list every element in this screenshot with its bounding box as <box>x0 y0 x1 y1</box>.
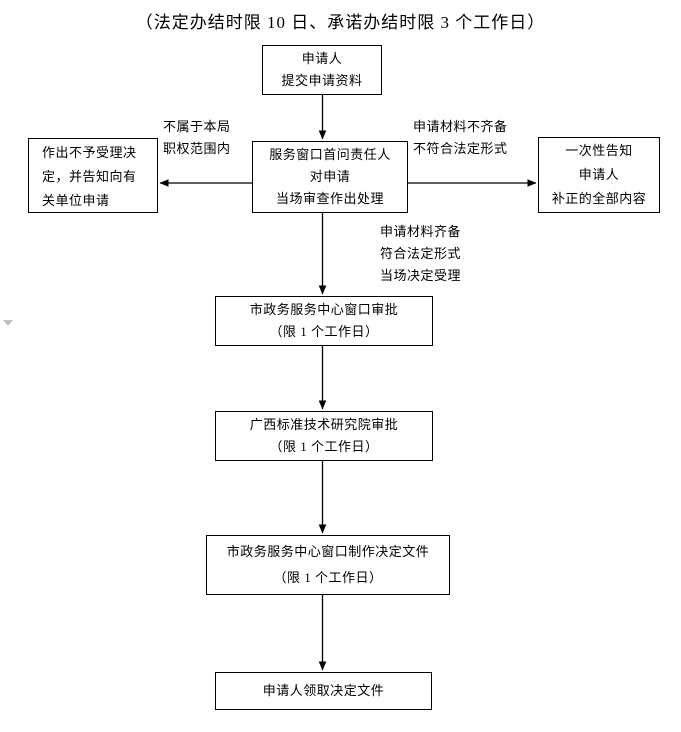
label-line: 申请材料不齐备 <box>413 119 508 134</box>
node-center-window-approval: 市政务服务中心窗口审批 （限 1 个工作日） <box>215 296 433 346</box>
node-line: 申请人 <box>301 51 343 66</box>
node-line: 申请人 <box>578 167 620 182</box>
label-not-in-scope: 不属于本局 职权范围内 <box>163 116 231 160</box>
node-onetime-notify: 一次性告知 申请人 补正的全部内容 <box>538 137 660 213</box>
node-text: 作出不予受理决定，并告知向有关单位申请 <box>42 145 137 208</box>
node-window-responsible: 服务窗口首问责任人 对申请 当场审查作出处理 <box>252 141 408 213</box>
node-line: 提交申请资料 <box>281 73 363 88</box>
node-line: 市政务服务中心窗口制作决定文件 <box>226 544 430 559</box>
node-line: 广西标准技术研究院审批 <box>249 417 399 432</box>
label-line: 不属于本局 <box>163 119 231 134</box>
node-line: （限 1 个工作日） <box>273 570 383 585</box>
stray-mark <box>3 320 13 326</box>
page-title: （法定办结时限 10 日、承诺办结时限 3 个工作日） <box>135 13 546 32</box>
node-reject-decision: 作出不予受理决定，并告知向有关单位申请 <box>28 138 158 213</box>
label-line: 职权范围内 <box>163 141 231 156</box>
label-line: 符合法定形式 <box>380 246 462 261</box>
label-materials-incomplete: 申请材料不齐备 不符合法定形式 <box>413 116 508 160</box>
node-line: 一次性告知 <box>565 143 633 158</box>
node-applicant-submit: 申请人 提交申请资料 <box>262 45 382 95</box>
node-line: 市政务服务中心窗口审批 <box>249 302 399 317</box>
node-line: （限 1 个工作日） <box>269 439 379 454</box>
node-make-decision-document: 市政务服务中心窗口制作决定文件 （限 1 个工作日） <box>206 535 450 595</box>
label-line: 当场决定受理 <box>380 268 462 283</box>
label-materials-complete: 申请材料齐备 符合法定形式 当场决定受理 <box>380 221 461 287</box>
label-line: 不符合法定形式 <box>413 141 508 156</box>
label-line: 申请材料齐备 <box>380 224 462 239</box>
node-receive-document: 申请人领取决定文件 <box>215 672 432 710</box>
node-line: 申请人领取决定文件 <box>262 683 385 698</box>
node-line: 补正的全部内容 <box>551 191 647 206</box>
node-line: 当场审查作出处理 <box>275 191 384 206</box>
node-line: 服务窗口首问责任人 <box>269 147 391 162</box>
node-institute-approval: 广西标准技术研究院审批 （限 1 个工作日） <box>215 411 433 461</box>
node-line: 对申请 <box>309 169 351 184</box>
node-line: （限 1 个工作日） <box>269 324 379 339</box>
